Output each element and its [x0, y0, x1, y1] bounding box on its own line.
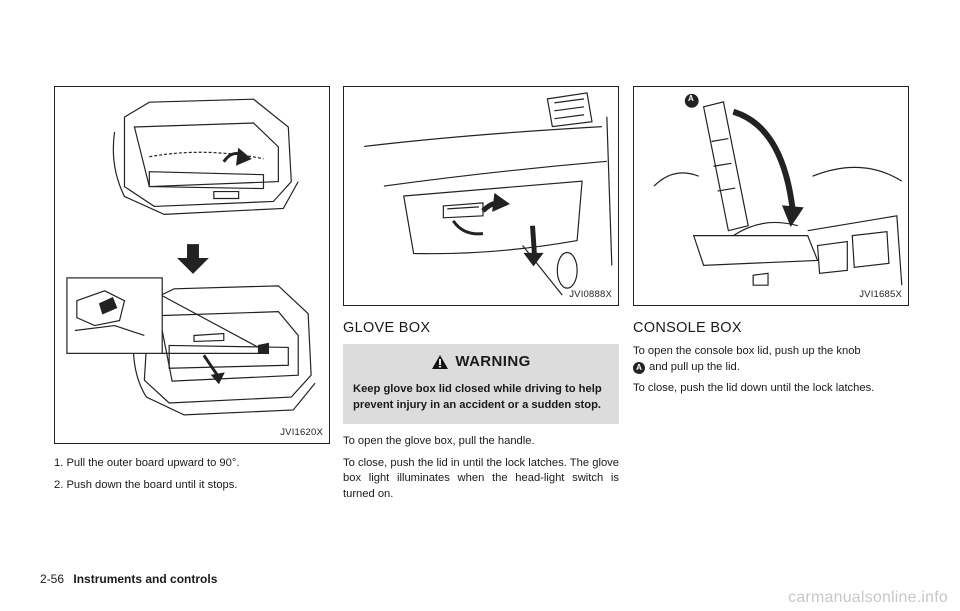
- chapter-title: Instruments and controls: [73, 572, 218, 586]
- page-number: 2-56: [40, 572, 65, 586]
- knob-a-marker: A: [633, 361, 645, 374]
- paragraph: To open the glove box, pull the handle.: [343, 435, 535, 447]
- figure-id: JVI0888X: [569, 289, 612, 300]
- console-box-illustration: [653, 93, 903, 286]
- glove-box-illustration: [364, 92, 613, 296]
- steps-list: 1. Pull the outer board upward to 90°. 2…: [54, 456, 330, 493]
- section-title: CONSOLE BOX: [633, 320, 742, 336]
- figure-trunk-board: JVI1620X: [54, 86, 330, 444]
- figure-glove-box: JVI0888X: [343, 86, 619, 306]
- paragraph: To close, push the lid in until the lock…: [343, 456, 619, 500]
- down-arrow-icon: [177, 244, 209, 274]
- figure-console-box: A JVI1685X: [633, 86, 909, 306]
- warning-triangle-icon: [432, 354, 449, 369]
- watermark: carmanualsonline.info: [788, 589, 948, 606]
- paragraph: To close, push the lid down until the lo…: [633, 382, 875, 394]
- warning-title: WARNING: [455, 353, 531, 370]
- step-item: 1. Pull the outer board upward to 90°.: [54, 457, 240, 469]
- figure-marker-label: A: [688, 94, 694, 103]
- trunk-illustration: [66, 98, 316, 416]
- paragraph-text: and pull up the lid.: [649, 360, 740, 373]
- warning-box: WARNING Keep glove box lid closed while …: [343, 344, 619, 424]
- step-item: 2. Push down the board until it stops.: [54, 479, 238, 491]
- paragraph-text: To open the console box lid, push up the…: [633, 345, 861, 357]
- figure-id: JVI1685X: [859, 289, 902, 300]
- figure-id: JVI1620X: [280, 427, 323, 438]
- page-footer: 2-56 Instruments and controls: [40, 572, 217, 586]
- paragraph: To open the console box lid, push up the…: [633, 344, 909, 375]
- column-console-box: A JVI1685X CONSOLE BOX To open the conso…: [633, 86, 909, 403]
- warning-text: Keep glove box lid closed while driving …: [353, 383, 602, 411]
- warning-header: WARNING: [353, 353, 609, 370]
- column-glove-box: JVI0888X GLOVE BOX WARNING Keep glove bo…: [343, 86, 619, 508]
- column-trunk-board: JVI1620X 1. Pull the outer board upward …: [54, 86, 330, 500]
- section-title: GLOVE BOX: [343, 320, 431, 336]
